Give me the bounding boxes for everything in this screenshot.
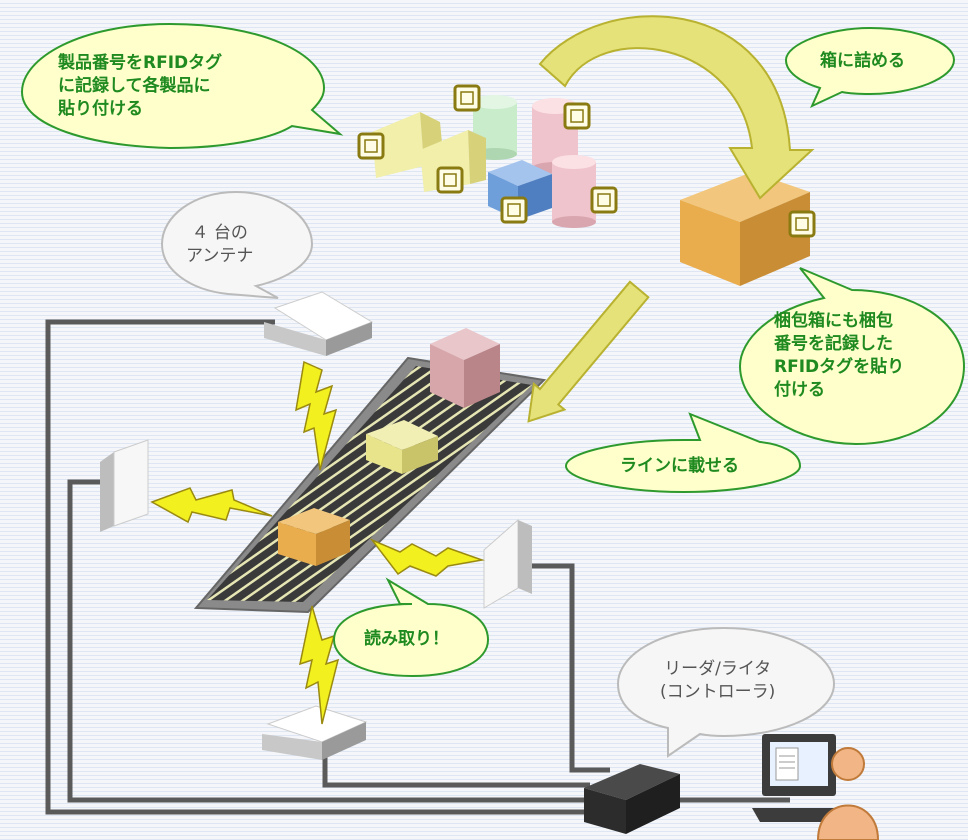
products-group <box>372 95 596 228</box>
pack-arrow <box>538 15 815 200</box>
callout-pack-text: 箱に詰める <box>820 51 905 71</box>
reader-writer-device-icon <box>584 764 680 834</box>
callout-reader-text: リーダ/ライタ (コントローラ) <box>660 659 776 702</box>
person-icon <box>816 747 880 840</box>
callout-antennas-text: ４ 台の アンテナ <box>186 223 254 266</box>
callout-load-line-text: ラインに載せる <box>620 456 739 476</box>
antenna-top <box>264 291 374 356</box>
callout-antennas-bubble <box>160 190 314 299</box>
callout-load-line-bubble <box>564 412 802 494</box>
box-pink <box>430 328 500 408</box>
callout-reader-bubble <box>616 626 836 758</box>
callout-pack-bubble <box>784 26 956 109</box>
box-yellow <box>366 420 438 474</box>
box-orange <box>278 508 350 566</box>
callout-record-tag-bubble <box>20 22 344 150</box>
callout-box-tag-bubble <box>738 267 966 446</box>
cylinder-pink-front <box>552 155 596 228</box>
callout-record-tag-text: 製品番号をRFIDタグ に記録して各製品に 貼り付ける <box>58 53 223 119</box>
callout-read-bubble <box>332 577 490 678</box>
lightning-icon <box>150 360 485 725</box>
antenna-bottom <box>262 705 368 760</box>
callout-read-text: 読み取り！ <box>364 629 449 649</box>
antenna-left <box>100 439 149 532</box>
rfid-tag-inner <box>364 91 809 231</box>
load-arrow <box>527 280 650 423</box>
antenna-right <box>483 518 532 609</box>
callout-box-tag-text: 梱包箱にも梱包 番号を記録した RFIDタグを貼り 付ける <box>774 311 905 400</box>
